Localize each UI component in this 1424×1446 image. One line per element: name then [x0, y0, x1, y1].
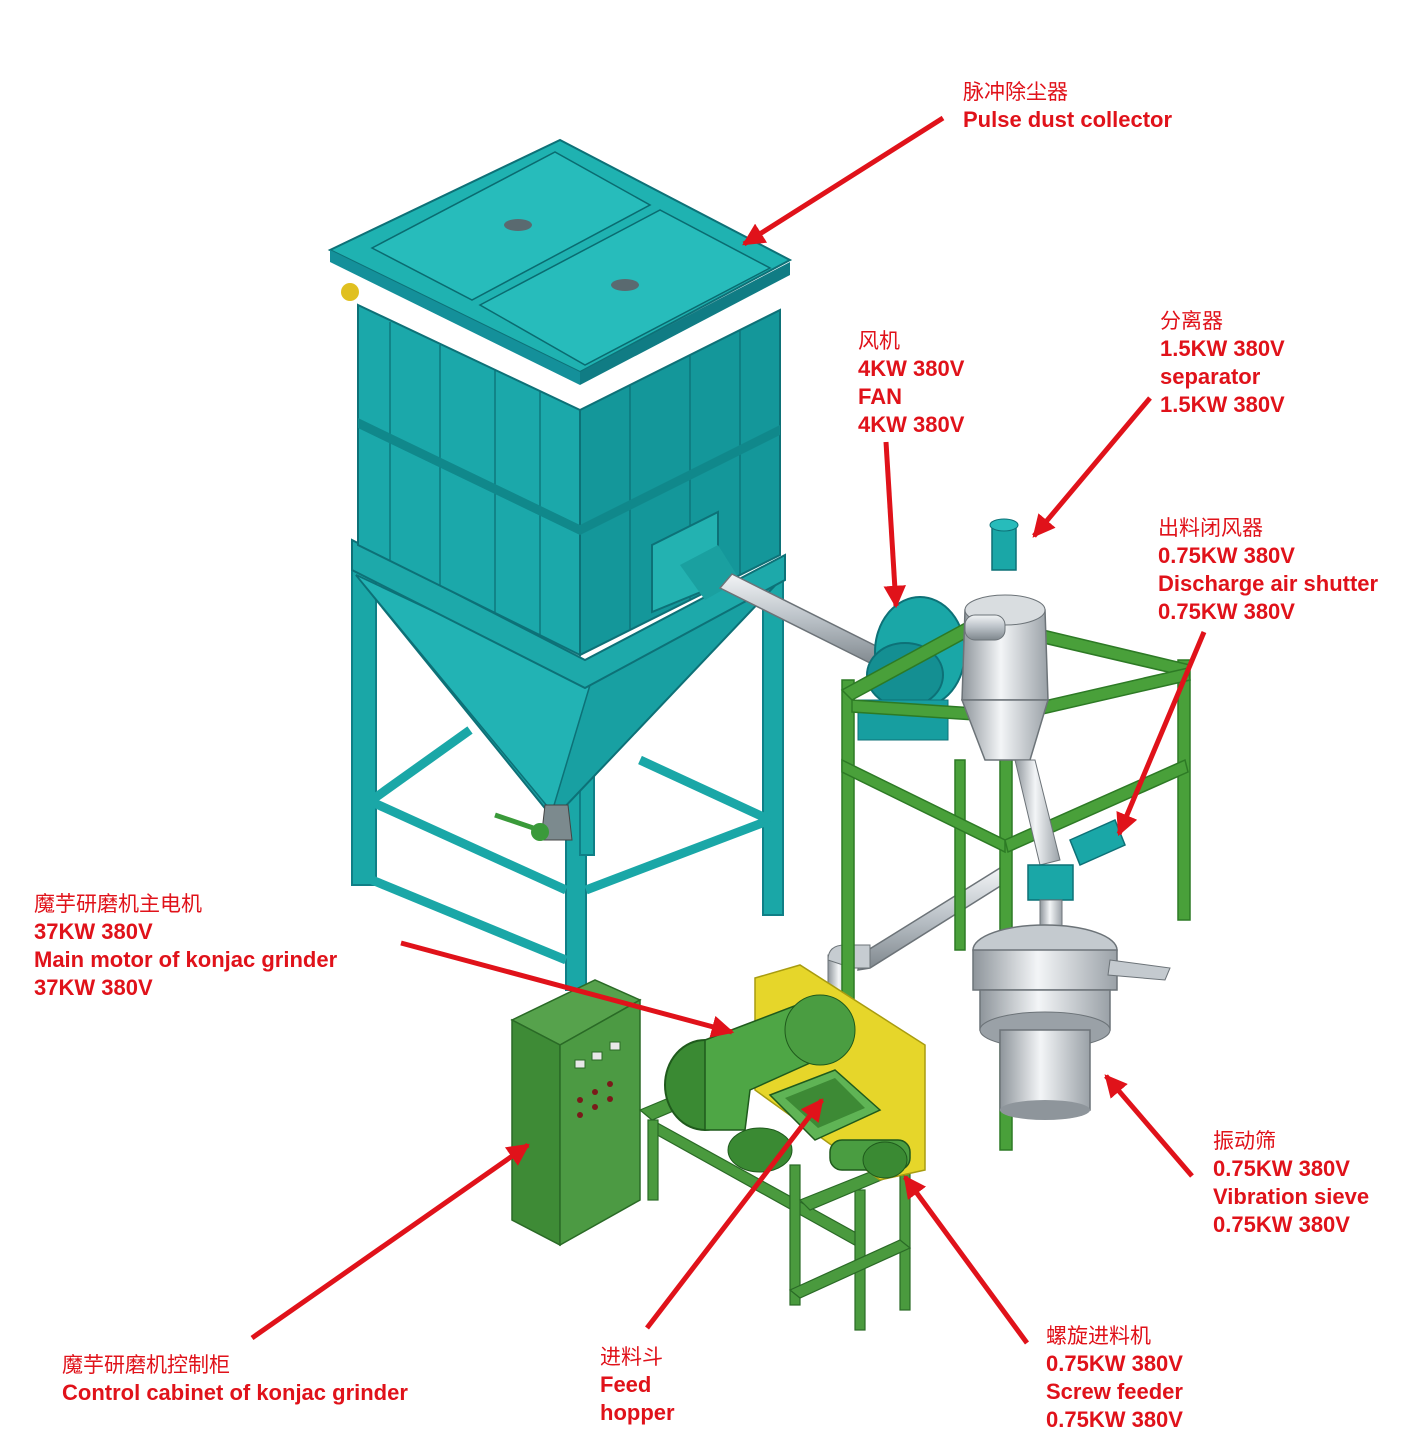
label-spec: 4KW 380V	[858, 412, 965, 437]
label-cn: 振动筛	[1213, 1129, 1276, 1153]
konjac-grinder	[638, 964, 926, 1331]
label-spec: 0.75KW 380V	[1213, 1212, 1350, 1237]
callout-arrows	[250, 115, 1207, 1345]
valve-handle-icon	[494, 812, 549, 841]
label-spec: 0.75KW 380V	[1158, 599, 1295, 624]
label-spec: 1.5KW 380V	[1160, 336, 1285, 361]
label-control-cabinet: 魔芋研磨机控制柜 Control cabinet of konjac grind…	[62, 1351, 408, 1407]
arrow-icon	[1104, 1074, 1194, 1178]
label-en: FAN	[858, 384, 902, 409]
collector-leg	[351, 554, 377, 886]
collector-leg	[762, 569, 784, 916]
arrow-icon	[902, 1175, 1030, 1345]
label-spec: 37KW 380V	[34, 975, 153, 1000]
label-spec: 37KW 380V	[34, 919, 153, 944]
label-en: Feed	[600, 1372, 652, 1397]
separator	[960, 518, 1061, 866]
arrow-icon	[250, 1142, 530, 1341]
label-spec: 0.75KW 380V	[1213, 1156, 1350, 1181]
label-cn: 脉冲除尘器	[963, 80, 1068, 104]
label-en: Screw feeder	[1046, 1379, 1183, 1404]
label-en: hopper	[600, 1400, 675, 1425]
label-cn: 风机	[858, 329, 900, 353]
arrow-icon	[742, 115, 945, 247]
label-spec: 0.75KW 380V	[1046, 1407, 1183, 1432]
label-cn: 魔芋研磨机主电机	[34, 892, 202, 916]
label-en: Control cabinet of konjac grinder	[62, 1380, 408, 1405]
label-cn: 出料闭风器	[1158, 516, 1263, 540]
arrow-icon	[1116, 631, 1207, 837]
label-feed-hopper: 进料斗 Feed hopper	[600, 1343, 675, 1427]
arrow-icon	[1032, 396, 1152, 538]
arrow-icon	[400, 940, 735, 1038]
screw-feeder-body	[829, 1139, 911, 1179]
label-spec: 0.75KW 380V	[1046, 1351, 1183, 1376]
arrow-icon	[645, 1098, 824, 1330]
label-dust-collector: 脉冲除尘器 Pulse dust collector	[963, 78, 1172, 134]
pulse-dust-collector	[327, 138, 793, 991]
label-spec: 4KW 380V	[858, 356, 965, 381]
label-cn: 魔芋研磨机控制柜	[62, 1353, 230, 1377]
label-separator: 分离器 1.5KW 380V separator 1.5KW 380V	[1160, 307, 1285, 419]
label-cn: 螺旋进料机	[1046, 1324, 1151, 1348]
label-en: Discharge air shutter	[1158, 571, 1379, 596]
label-screw-feeder: 螺旋进料机 0.75KW 380V Screw feeder 0.75KW 38…	[1046, 1322, 1183, 1434]
label-en: Main motor of konjac grinder	[34, 947, 338, 972]
duct-pipes	[718, 573, 1012, 1016]
label-en: separator	[1160, 364, 1261, 389]
label-cn: 进料斗	[600, 1345, 663, 1369]
label-fan: 风机 4KW 380V FAN 4KW 380V	[858, 327, 964, 439]
label-vibration-sieve: 振动筛 0.75KW 380V Vibration sieve 0.75KW 3…	[1213, 1127, 1369, 1239]
main-motor	[664, 994, 856, 1173]
label-spec: 0.75KW 380V	[1158, 543, 1295, 568]
label-air-shutter: 出料闭风器 0.75KW 380V Discharge air shutter …	[1158, 514, 1378, 626]
arrow-icon	[883, 441, 906, 609]
vibration-sieve	[972, 924, 1171, 1120]
label-spec: 1.5KW 380V	[1160, 392, 1285, 417]
label-en: Pulse dust collector	[963, 107, 1173, 132]
label-en: Vibration sieve	[1213, 1184, 1370, 1209]
control-cabinet	[510, 979, 642, 1247]
label-cn: 分离器	[1160, 309, 1223, 333]
label-main-motor: 魔芋研磨机主电机 37KW 380V Main motor of konjac …	[34, 890, 337, 1002]
